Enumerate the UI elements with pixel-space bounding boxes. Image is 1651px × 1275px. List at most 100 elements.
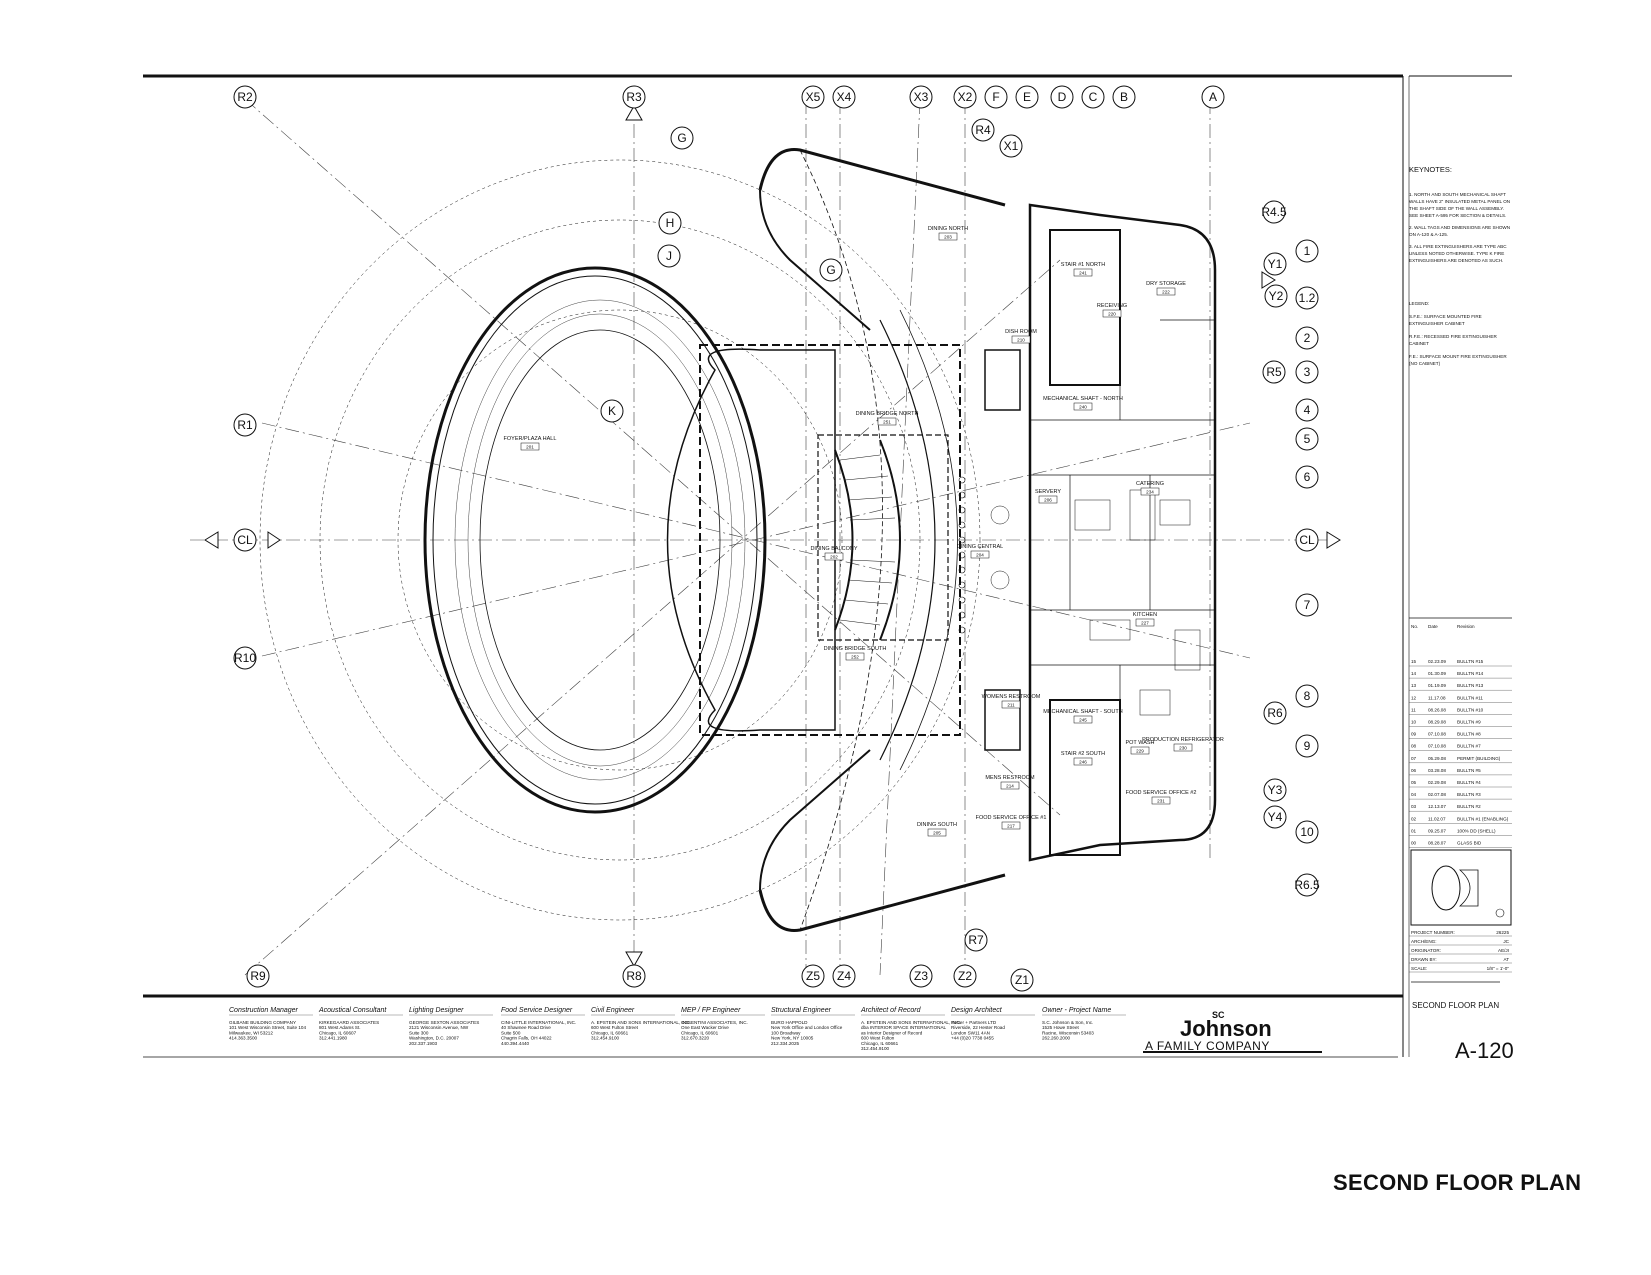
svg-text:R10: R10 [234, 651, 256, 665]
svg-text:BULLTN #5: BULLTN #5 [1457, 768, 1481, 773]
floor-plan [190, 98, 1341, 976]
svg-text:227: 227 [1141, 621, 1149, 626]
svg-text:Milwaukee, WI 53212: Milwaukee, WI 53212 [229, 1030, 273, 1035]
svg-text:12.13.07: 12.13.07 [1428, 804, 1446, 809]
grid-bubble: Y4 [1263, 805, 1287, 829]
grid-bubble-bottom: Z4 [832, 964, 856, 988]
svg-text:01.30.09: 01.30.09 [1428, 671, 1446, 676]
grid-bubble-top: X5 [801, 85, 825, 109]
svg-text:201: 201 [526, 445, 534, 450]
svg-text:Date: Date [1428, 624, 1438, 629]
svg-text:R6.5: R6.5 [1294, 878, 1320, 892]
svg-text:212.334.2025: 212.334.2025 [771, 1041, 800, 1046]
svg-text:08.26.08: 08.26.08 [1428, 707, 1446, 712]
svg-text:A FAMILY COMPANY: A FAMILY COMPANY [1145, 1039, 1270, 1053]
svg-text:Z4: Z4 [837, 969, 851, 983]
svg-text:101 West Wisconsin Street, Sui: 101 West Wisconsin Street, Suite 104 [229, 1025, 306, 1030]
svg-text:London SW11 4AN: London SW11 4AN [951, 1030, 990, 1035]
svg-text:600 West Fulton: 600 West Fulton [861, 1036, 895, 1041]
svg-text:312.454.9100: 312.454.9100 [861, 1046, 890, 1051]
grid-bubble-left: R1 [233, 413, 257, 437]
svg-text:No.: No. [1411, 624, 1418, 629]
grid-bubble: H [658, 211, 682, 235]
svg-text:Chicago, IL 60601: Chicago, IL 60601 [681, 1030, 719, 1035]
svg-text:KIRKEGAARD ASSOCIATES: KIRKEGAARD ASSOCIATES [319, 1020, 379, 1025]
svg-text:BULLTN #10: BULLTN #10 [1457, 707, 1484, 712]
svg-text:2121 Wisconsin Avenue, NW: 2121 Wisconsin Avenue, NW [409, 1025, 469, 1030]
svg-text:R9: R9 [250, 969, 266, 983]
grid-bubble-top: A [1201, 85, 1225, 109]
svg-text:MECHANICAL SHAFT - NORTH: MECHANICAL SHAFT - NORTH [1043, 396, 1123, 402]
svg-text:F: F [992, 90, 999, 104]
svg-text:205: 205 [933, 831, 941, 836]
svg-text:MEP / FP Engineer: MEP / FP Engineer [681, 1007, 741, 1014]
svg-text:DINING BALCONY: DINING BALCONY [810, 546, 857, 552]
grid-bubble-top: X3 [909, 85, 933, 109]
project-info-row: ARCH/ENG:JC [1409, 939, 1512, 946]
svg-text:G: G [677, 131, 686, 145]
sc-johnson-logo: SC Johnson A FAMILY COMPANY [1145, 1010, 1272, 1053]
svg-text:Design Architect: Design Architect [951, 1007, 1003, 1014]
svg-text:100% DD (SHELL): 100% DD (SHELL) [1457, 828, 1496, 833]
svg-text:11.17.08: 11.17.08 [1428, 695, 1446, 700]
svg-text:Y4: Y4 [1268, 810, 1283, 824]
svg-text:11.02.07: 11.02.07 [1428, 816, 1446, 821]
svg-text:312.670.3220: 312.670.3220 [681, 1036, 710, 1041]
svg-text:RECEIVING: RECEIVING [1097, 303, 1127, 309]
svg-text:BULLTN #2: BULLTN #2 [1457, 804, 1481, 809]
svg-text:203: 203 [944, 235, 952, 240]
svg-text:Y2: Y2 [1269, 289, 1284, 303]
sheet-number: A-120 [1455, 1038, 1514, 1063]
svg-text:DRAWN BY:: DRAWN BY: [1411, 957, 1437, 962]
svg-text:02: 02 [1411, 816, 1417, 821]
grid-bubble-top: X4 [832, 85, 856, 109]
svg-text:Johnson: Johnson [1180, 1016, 1272, 1041]
svg-text:PERMIT (BUILDING): PERMIT (BUILDING) [1457, 756, 1501, 761]
svg-text:S.C. Johnson & Son, Inc.: S.C. Johnson & Son, Inc. [1042, 1020, 1093, 1025]
svg-text:Chicago, IL 60661: Chicago, IL 60661 [591, 1030, 629, 1035]
page-title: SECOND FLOOR PLAN [1333, 1170, 1582, 1195]
grid-bubble: Y2 [1264, 284, 1288, 308]
svg-text:STAIR #2 SOUTH: STAIR #2 SOUTH [1061, 751, 1105, 757]
grid-bubble: R4.5 [1261, 200, 1287, 224]
svg-text:GLASS BID: GLASS BID [1457, 841, 1482, 846]
svg-text:251: 251 [883, 420, 891, 425]
svg-text:BULLTN #11: BULLTN #11 [1457, 695, 1483, 700]
svg-text:245: 245 [1079, 718, 1087, 723]
svg-text:05: 05 [1411, 780, 1417, 785]
key-plan [1410, 849, 1512, 926]
svg-text:DINING SOUTH: DINING SOUTH [917, 822, 957, 828]
grid-bubble-bottom: Z3 [909, 964, 933, 988]
svg-text:JC: JC [1503, 939, 1509, 944]
svg-text:CL: CL [1299, 533, 1315, 547]
svg-text:1.2: 1.2 [1299, 291, 1316, 305]
svg-text:1/8" = 1'-0": 1/8" = 1'-0" [1487, 966, 1510, 971]
svg-text:5: 5 [1304, 432, 1311, 446]
grid-bubble: K [600, 399, 624, 423]
svg-text:BULLTN #14: BULLTN #14 [1457, 671, 1484, 676]
svg-text:211: 211 [1007, 703, 1015, 708]
svg-text:DINING BRIDGE SOUTH: DINING BRIDGE SOUTH [824, 646, 887, 652]
svg-text:MENS RESTROOM: MENS RESTROOM [985, 775, 1035, 781]
svg-text:New York Office and London Off: New York Office and London Office [771, 1025, 843, 1030]
svg-text:DINING NORTH: DINING NORTH [928, 226, 968, 232]
svg-text:Chicago, IL 60661: Chicago, IL 60661 [861, 1041, 899, 1046]
svg-text:6: 6 [1304, 470, 1311, 484]
